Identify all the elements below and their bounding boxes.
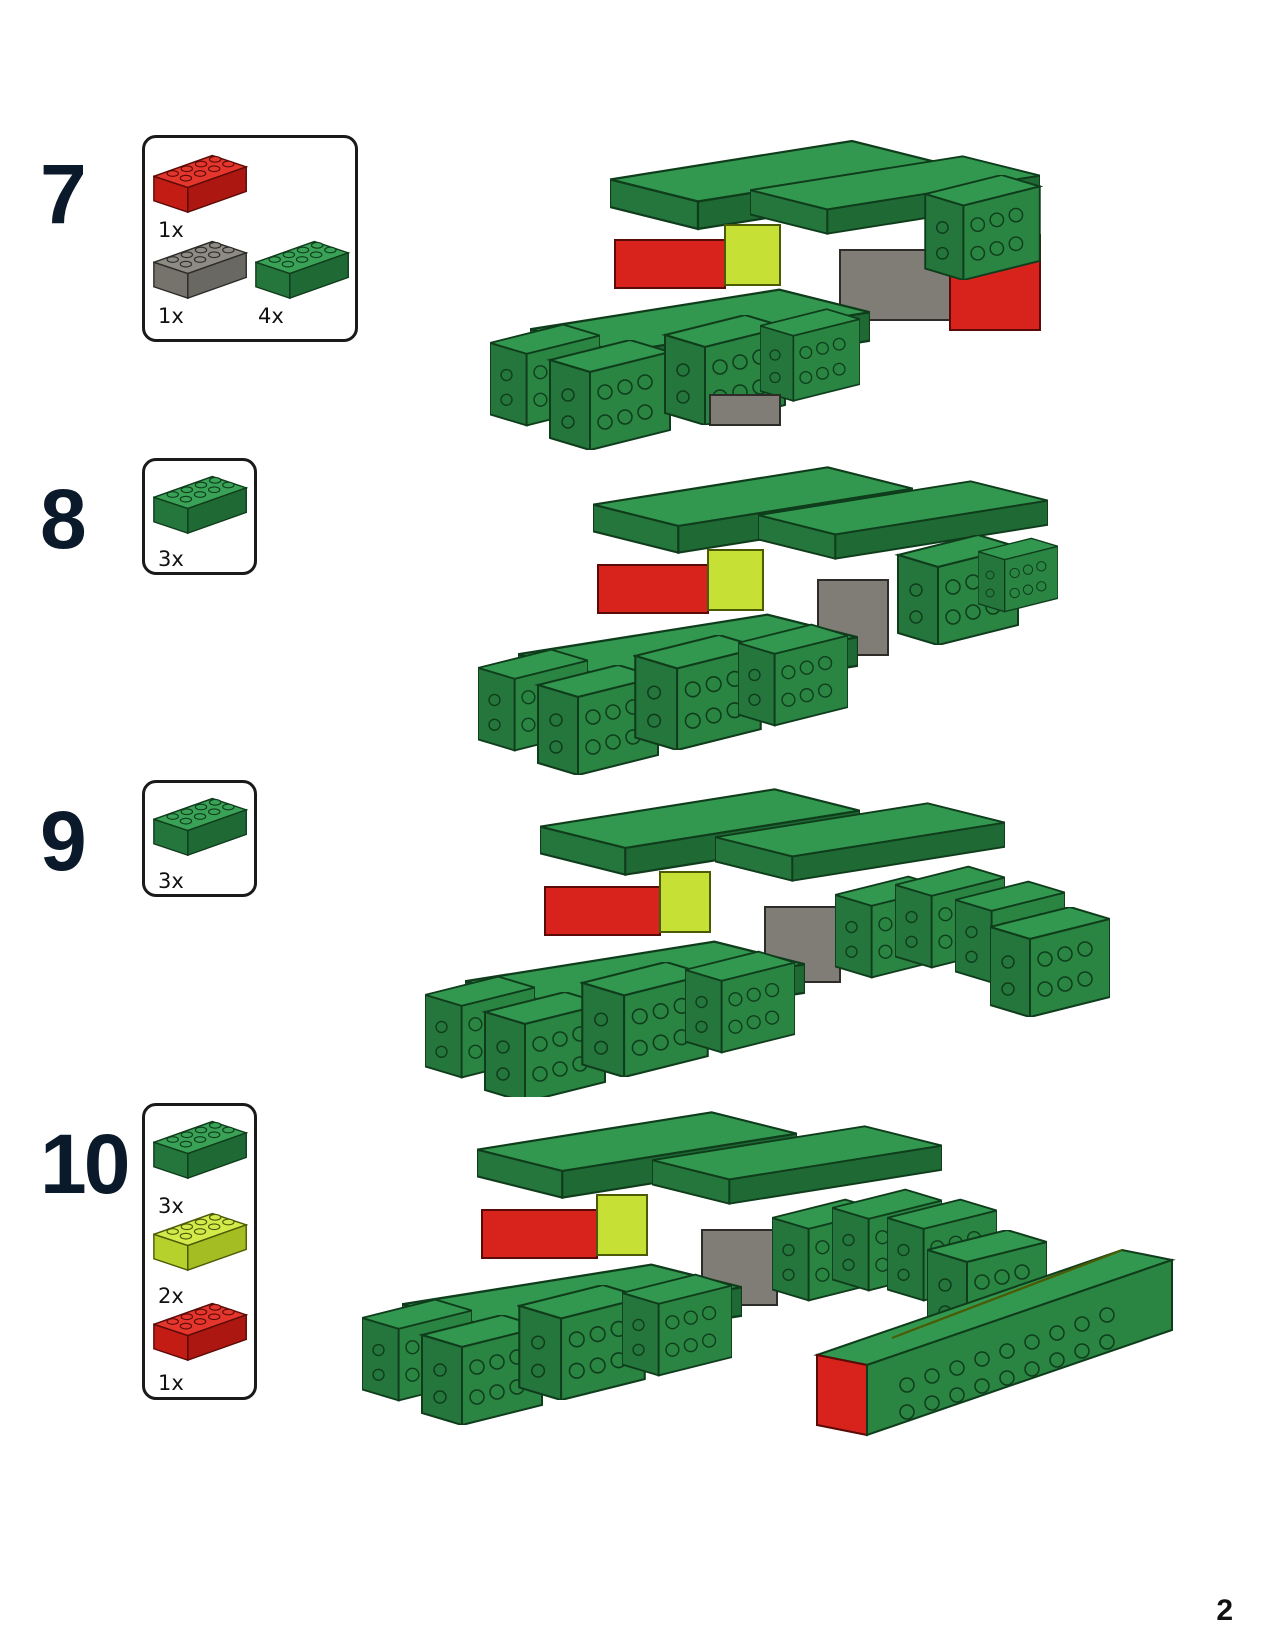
step-number: 9	[40, 794, 87, 888]
step-number: 8	[40, 472, 87, 566]
step-9: 9 3x	[0, 772, 1275, 1102]
part-quantity: 1x	[158, 1371, 184, 1395]
parts-callout: 3x 2x 1x	[142, 1103, 257, 1400]
part-quantity: 3x	[158, 1194, 184, 1218]
step-number: 7	[40, 147, 87, 241]
green-brick-icon	[153, 1114, 249, 1180]
model-illustration	[490, 139, 1041, 450]
parts-callout: 3x	[142, 458, 257, 575]
part-quantity: 3x	[158, 869, 184, 893]
green-brick-icon	[255, 234, 351, 300]
step-7: 7 1x 1x 4x	[0, 0, 1275, 460]
parts-callout: 3x	[142, 780, 257, 897]
part-quantity: 1x	[158, 304, 184, 328]
part-quantity: 4x	[258, 304, 284, 328]
part-quantity: 2x	[158, 1284, 184, 1308]
gray-brick-icon	[153, 234, 249, 300]
model-illustration	[362, 1110, 1176, 1437]
step-number: 10	[40, 1117, 130, 1211]
red-brick-icon	[153, 1296, 249, 1362]
part-quantity: 1x	[158, 218, 184, 242]
parts-callout: 1x 1x 4x	[142, 135, 358, 342]
step-8: 8 3x	[0, 450, 1275, 780]
model-illustration	[478, 465, 1058, 775]
green-brick-icon	[153, 791, 249, 857]
green-brick-icon	[153, 469, 249, 535]
lime-brick-icon	[153, 1206, 249, 1272]
part-quantity: 3x	[158, 547, 184, 571]
page-number: 2	[1216, 1594, 1233, 1627]
red-brick-icon	[153, 148, 249, 214]
step-10: 10 3x 2x 1x	[0, 1095, 1275, 1475]
model-illustration	[425, 787, 1110, 1097]
